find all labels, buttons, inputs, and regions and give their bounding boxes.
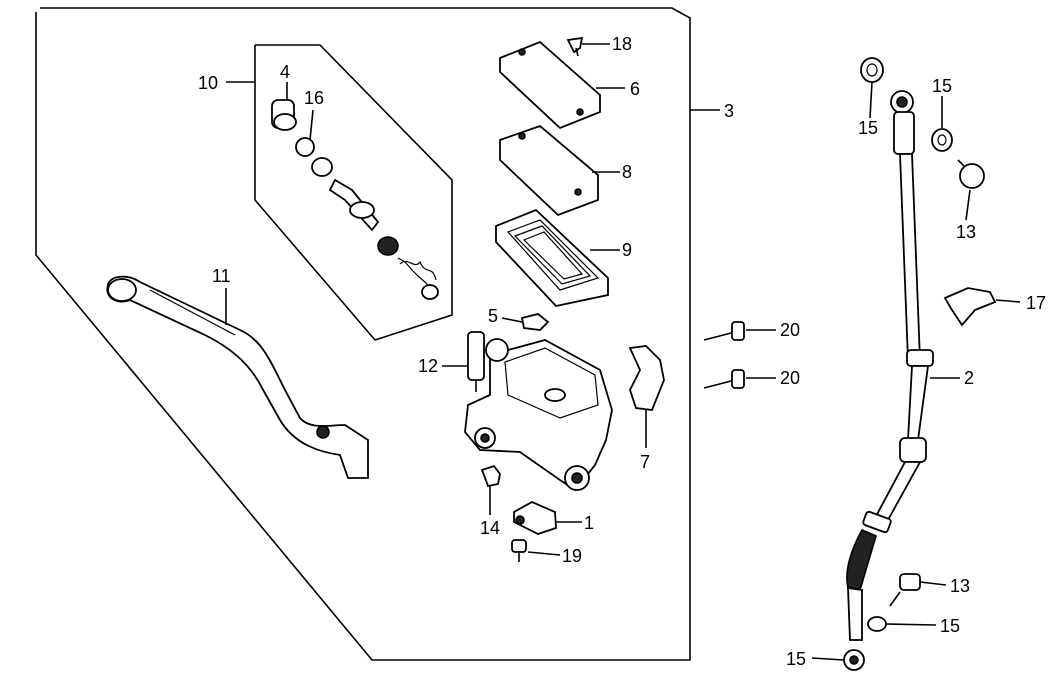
washer-15-top bbox=[860, 57, 884, 83]
diaphragm bbox=[495, 208, 609, 307]
callout-20-upper: 20 bbox=[780, 320, 800, 340]
callout-4: 4 bbox=[280, 62, 290, 82]
master-cylinder-body bbox=[464, 338, 613, 492]
leader-lines bbox=[225, 43, 1021, 661]
callout-2: 2 bbox=[964, 368, 974, 388]
callout-15-right: 15 bbox=[932, 76, 952, 96]
callout-11: 11 bbox=[212, 266, 231, 286]
reservoir-cap bbox=[499, 40, 601, 130]
callout-16: 16 bbox=[304, 88, 324, 108]
bolt-13-lower bbox=[889, 573, 921, 607]
callout-18: 18 bbox=[612, 34, 632, 54]
callout-20-lower: 20 bbox=[780, 368, 800, 388]
piston-kit bbox=[271, 99, 439, 300]
part-14 bbox=[480, 464, 501, 488]
screw-19 bbox=[511, 539, 527, 562]
callout-14: 14 bbox=[480, 518, 500, 538]
callout-15-lower: 15 bbox=[940, 616, 960, 636]
part-5 bbox=[520, 313, 550, 331]
washer-15-lower bbox=[867, 616, 887, 632]
callout-7: 7 bbox=[640, 452, 650, 472]
switch-screw bbox=[515, 515, 525, 525]
callout-10: 10 bbox=[198, 73, 218, 93]
diaphragm-plate bbox=[499, 124, 599, 217]
pivot-bolt bbox=[467, 331, 485, 392]
switch-1 bbox=[513, 500, 557, 535]
bolt-20-lower bbox=[703, 369, 745, 389]
callout-3: 3 bbox=[724, 101, 734, 121]
brake-lever bbox=[106, 275, 369, 479]
callout-6: 6 bbox=[630, 79, 640, 99]
callout-13-upper: 13 bbox=[956, 222, 976, 242]
brake-hose bbox=[843, 90, 934, 671]
callout-19: 19 bbox=[562, 546, 582, 566]
callout-1: 1 bbox=[584, 513, 594, 533]
callout-15-top: 15 bbox=[858, 118, 878, 138]
callout-8: 8 bbox=[622, 162, 632, 182]
callout-9: 9 bbox=[622, 240, 632, 260]
clamp-17 bbox=[943, 287, 997, 327]
callout-12: 12 bbox=[418, 356, 438, 376]
callout-15-bottom: 15 bbox=[786, 649, 806, 669]
callout-5: 5 bbox=[488, 306, 498, 326]
bolt-13-upper bbox=[957, 159, 985, 189]
callout-17: 17 bbox=[1026, 293, 1046, 313]
washer-15-right bbox=[931, 128, 953, 152]
kit-outline bbox=[254, 44, 453, 341]
callout-13-lower: 13 bbox=[950, 576, 970, 596]
assembly-outline bbox=[35, 7, 691, 661]
holder-7 bbox=[628, 345, 665, 411]
screw-18 bbox=[566, 36, 584, 57]
bolt-20-upper bbox=[703, 321, 745, 341]
